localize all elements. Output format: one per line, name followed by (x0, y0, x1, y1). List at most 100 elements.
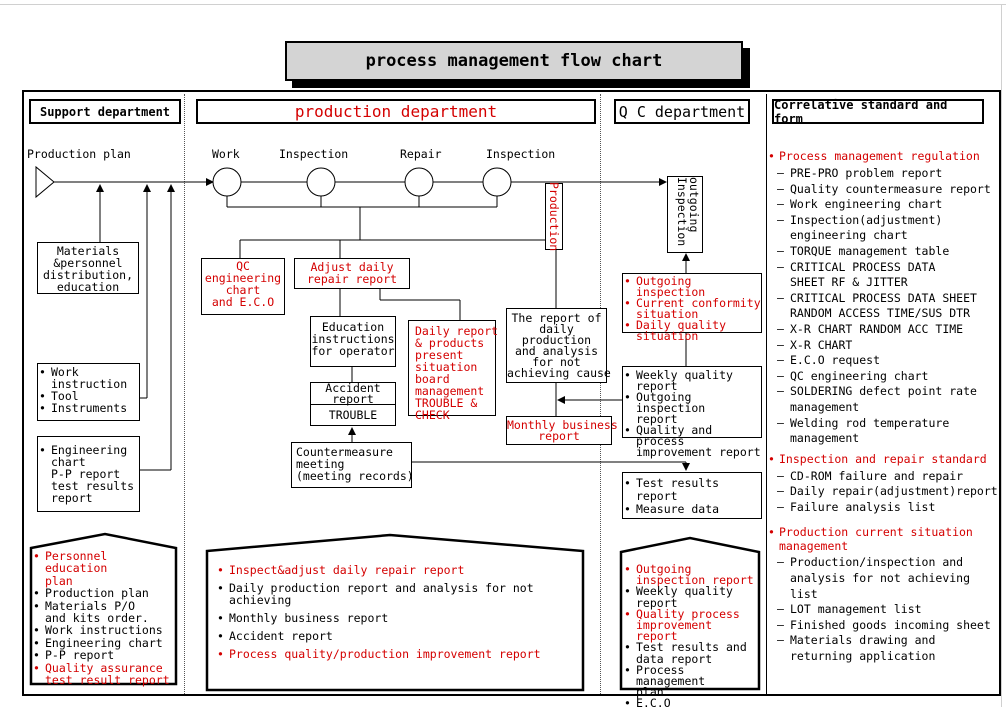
education-line-2: instructions (311, 332, 395, 346)
qc-outgoing-line-4: Daily quality (623, 319, 761, 331)
summary-item: Engineering chart (32, 636, 174, 649)
inspection2-node (482, 167, 512, 197)
repair-node (404, 167, 434, 197)
repair-label: Repair (400, 147, 442, 161)
qc-chart-line-2: engineering (204, 271, 282, 285)
correlative-item: CD-ROM failure and repair (777, 469, 999, 485)
work-tools-line-4: Instruments (38, 402, 139, 414)
daily-report-box: Daily report & products present situatio… (408, 320, 498, 421)
summary-item: inspection report (636, 573, 754, 588)
qc-weekly-line-6: improvement report (636, 445, 761, 459)
correlative-item: management (790, 431, 860, 446)
qc-test-line-3: Measure data (623, 503, 761, 517)
header-correlative: Correlative standard and form (772, 97, 984, 126)
page-title: process management flow chart (365, 51, 663, 71)
summary-item: Monthly business report (216, 612, 581, 624)
qc-outgoing-box: Outgoing inspection Current conformity s… (622, 273, 762, 342)
summary-item: E.C.O (623, 698, 758, 710)
section2-title: •Inspection and repair standard (768, 451, 987, 466)
daily-production-line-2: daily (539, 322, 574, 336)
daily-report-line-8: CHECK (415, 408, 450, 422)
engineering-line-5: report (51, 491, 93, 505)
engineering-line-2: chart (51, 455, 86, 469)
correlative-list: •Process management regulation PRE-PRO p… (767, 150, 999, 665)
production-vertical-label: Production (547, 181, 561, 252)
divider-production (600, 94, 601, 694)
title-box: process management flow chart (285, 41, 743, 81)
education-box: Education instructions for operator (310, 316, 396, 367)
daily-production-line-1: The report of (511, 311, 602, 325)
correlative-item: CRITICAL PROCESS DATA SHEET (777, 291, 999, 307)
qc-weekly-line-3: Outgoing inspection (623, 391, 761, 414)
correlative-item: E.C.O request (777, 353, 999, 369)
summary-item: Work instructions (32, 624, 174, 637)
outgoing-inspection-label: outgoing Inspection (675, 177, 701, 247)
correlative-item: Work engineering chart (777, 197, 999, 213)
outgoing-inspection-box: outgoing Inspection (667, 176, 703, 253)
monthly-box: Monthly business report (506, 416, 618, 445)
work-tools-line-3: Tool (38, 390, 139, 402)
support-summary-list: Personnel educationplanProduction planMa… (32, 550, 174, 687)
production-summary-list: Inspect&adjust daily repair reportDaily … (216, 564, 581, 666)
summary-item: report (636, 595, 678, 610)
correlative-item: SOLDERING defect point rate (777, 384, 999, 400)
correlative-item: Failure analysis list (777, 500, 999, 516)
inspection2-label: Inspection (486, 147, 556, 161)
work-tools-line-1: Work (38, 366, 139, 378)
daily-report-line-5: board (415, 372, 450, 386)
header-support: Support department (29, 99, 181, 124)
correlative-item: X-R CHART (777, 338, 999, 354)
daily-report-line-7: TROUBLE & (415, 396, 478, 410)
correlative-item: Welding rod temperature (777, 416, 999, 432)
qc-chart-line-3: chart (225, 283, 261, 297)
education-line-3: for operator (311, 344, 395, 358)
adjust-daily-line-2: repair report (306, 272, 397, 286)
qc-test-box: Test results report Measure data (622, 472, 762, 519)
summary-item: plan (45, 573, 73, 588)
correlative-item: engineering chart (790, 228, 908, 243)
correlative-item: analysis for not achieving (790, 571, 971, 586)
correlative-item: CRITICAL PROCESS DATA (777, 260, 999, 276)
daily-production-line-5: for not (532, 355, 581, 369)
qc-outgoing-line-1: Outgoing inspection (623, 275, 761, 298)
correlative-item: Finished goods incoming sheet (777, 618, 999, 634)
work-tools-line-2: instruction (51, 377, 128, 391)
engineering-line-1: Engineering (38, 444, 139, 456)
correlative-item: Daily repair(adjustment)report (777, 484, 999, 500)
monthly-line-2: report (538, 429, 580, 443)
summary-item: Quality assurance (32, 661, 174, 674)
accident-line-2: report (332, 392, 374, 406)
qc-weekly-box: Weekly quality report Outgoing inspectio… (622, 366, 762, 458)
countermeasure-line-2: meeting (296, 457, 345, 471)
correlative-item: list (790, 586, 818, 601)
header-correlative-label: Correlative standard and form (774, 97, 948, 126)
engineering-box: Engineering chart P-P report test result… (37, 436, 140, 512)
materials-line-4: education (56, 280, 120, 294)
materials-box: Materials &personnel distribution, educa… (37, 242, 139, 294)
adjust-daily-line-1: Adjust daily (310, 260, 394, 274)
daily-production-line-4: and analysis (514, 344, 599, 358)
summary-item: data report (636, 651, 713, 666)
inspection1-label: Inspection (279, 147, 349, 161)
correlative-item: SHEET RF & JITTER (790, 275, 908, 290)
qc-weekly-line-2: report (636, 379, 678, 393)
daily-report-line-2: & products (415, 336, 485, 350)
header-production-label: production department (294, 102, 498, 121)
header-qc-label: Q C department (618, 102, 746, 121)
summary-item: Accident report (216, 630, 581, 642)
work-tools-box: Work instruction Tool Instruments (37, 363, 140, 421)
correlative-item: PRE-PRO problem report (777, 166, 999, 182)
inspection1-node (306, 167, 336, 197)
countermeasure-line-3: (meeting records) (296, 469, 414, 483)
qc-outgoing-line-2: Current conformity (623, 297, 761, 309)
accident-line-1: Accident (325, 381, 381, 395)
engineering-line-4: test results (51, 479, 135, 493)
qc-weekly-line-5: Quality and process (623, 424, 761, 447)
header-production: production department (196, 99, 596, 124)
materials-line-1: Materials (56, 244, 120, 258)
qc-test-line-2: report (636, 489, 678, 503)
qc-outgoing-line-5: situation (636, 329, 699, 343)
countermeasure-box: Countermeasure meeting (meeting records) (291, 442, 414, 488)
summary-item: Process management (623, 664, 758, 687)
